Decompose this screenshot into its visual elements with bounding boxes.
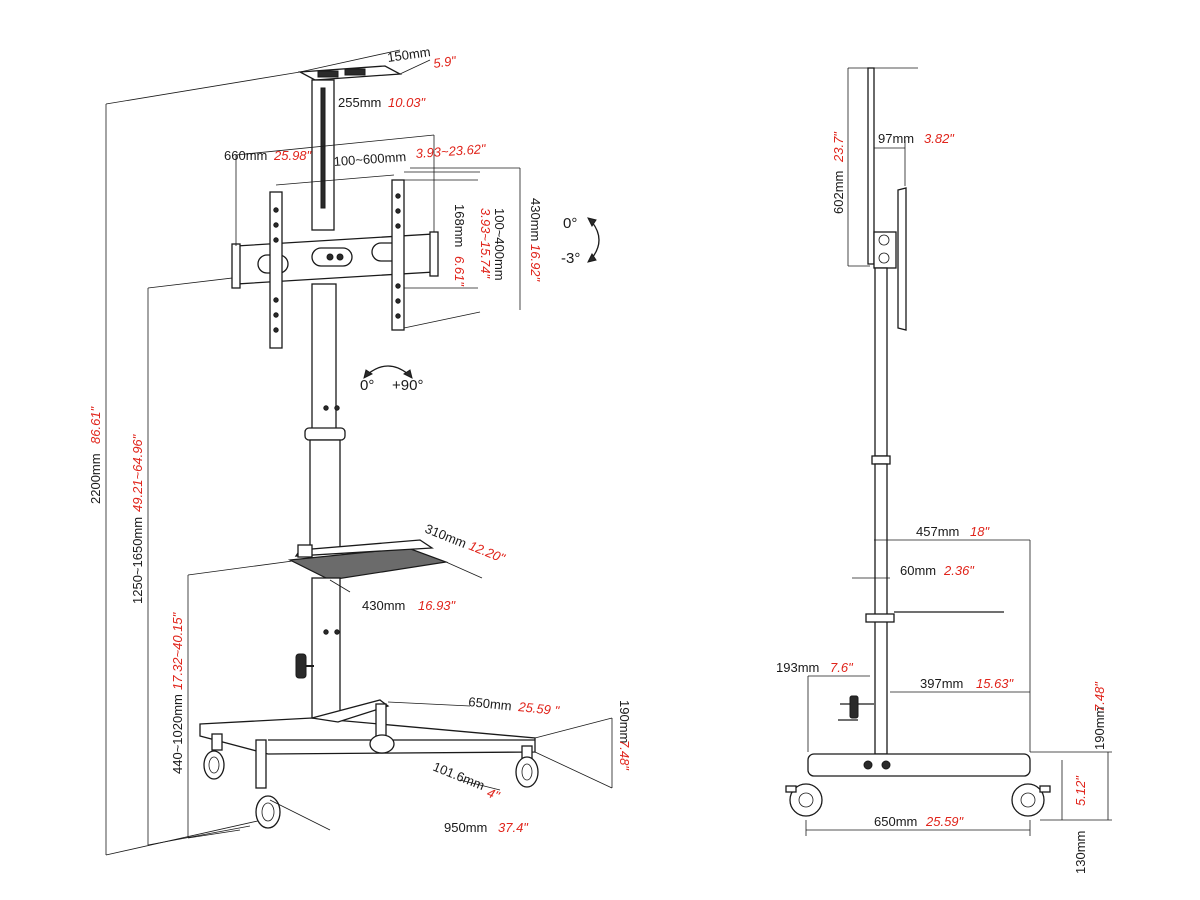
vesa-horizontal-inch: 3.93~23.62": [415, 141, 487, 161]
handle-offset-inch: 7.6": [830, 660, 854, 675]
overall-height-mm: 2200mm: [88, 453, 103, 504]
top-clamp-inch: 5.9": [432, 53, 458, 71]
column-height-inch: 10.03": [388, 95, 427, 110]
bracket-total-inch: 16.92": [528, 244, 543, 283]
tilt-bottom-label: -3°: [561, 250, 580, 267]
shelf-reach-mm: 457mm: [916, 524, 959, 539]
overall-height-inch: 86.61": [88, 405, 103, 444]
wheel-height-inch: 5.12": [1073, 775, 1088, 806]
rotate-right-label: +90°: [392, 377, 423, 394]
top-clamp-mm: 150mm: [386, 44, 431, 65]
bracket-height-mm: 168mm: [452, 204, 467, 247]
base-length-inch: 25.59": [925, 814, 965, 829]
tilt-top-label: 0°: [563, 215, 577, 232]
base-height-inch: 7.48": [617, 740, 632, 771]
vesa-horizontal-mm: 100~600mm: [333, 149, 407, 169]
shelf-width-inch: 16.93": [418, 598, 457, 613]
caster-wheels: [203, 734, 539, 829]
mount-height-mm: 1250~1650mm: [130, 517, 145, 604]
vesa-vertical-mm: 100~400mm: [492, 208, 507, 281]
base-depth-inch: 25.59 ": [517, 699, 561, 718]
right-labels: 602mm 23.7" 97mm 3.82" 457mm 18" 60mm 2.…: [776, 131, 1107, 874]
shelf-tray-mm: 397mm: [920, 676, 963, 691]
clamp-depth-mm: 60mm: [900, 563, 936, 578]
shelf-width-mm: 430mm: [362, 598, 405, 613]
side-caster-wheels: [785, 783, 1051, 817]
panel-offset-mm: 97mm: [878, 131, 914, 146]
caster-inch: 4": [485, 785, 503, 804]
panel-height-inch: 23.7": [831, 131, 846, 163]
cart-perspective-drawing: [105, 49, 613, 856]
shelf-reach-inch: 18": [970, 524, 990, 539]
cart-side-drawing: [785, 67, 1112, 836]
column-height-mm: 255mm: [338, 95, 381, 110]
crank-height-inch: 7.48": [1092, 681, 1107, 712]
vesa-vertical-inch: 3.93~15.74": [478, 208, 493, 279]
handle-offset-mm: 193mm: [776, 660, 819, 675]
crank-height-mm: 190mm: [1092, 707, 1107, 750]
rail-width-inch: 25.98": [273, 148, 313, 163]
swivel-arrow-icon: [367, 365, 409, 375]
panel-height-mm: 602mm: [831, 171, 846, 214]
panel-offset-inch: 3.82": [924, 131, 955, 146]
wheel-height-mm: 130mm: [1073, 831, 1088, 874]
base-depth-mm: 650mm: [468, 694, 513, 713]
base-length-mm: 650mm: [874, 814, 917, 829]
shelf-depth-inch: 12.20": [467, 538, 508, 566]
base-width-mm: 950mm: [444, 820, 487, 835]
shelf-tray-inch: 15.63": [976, 676, 1015, 691]
shelf-height-inch: 17.32~40.15": [170, 611, 185, 690]
tilt-arrow-icon: [591, 221, 600, 259]
caster-mm: 101.6mm: [431, 759, 487, 793]
bracket-height-inch: 6.61": [452, 256, 467, 287]
shelf-height-mm: 440~1020mm: [170, 694, 185, 774]
bracket-total-mm: 430mm: [528, 198, 543, 241]
left-labels: 150mm 5.9" 255mm 10.03" 660mm 25.98" 100…: [88, 44, 632, 835]
rail-width-mm: 660mm: [224, 148, 267, 163]
base-height-mm: 190mm: [617, 700, 632, 743]
rotate-left-label: 0°: [360, 377, 374, 394]
mount-height-inch: 49.21~64.96": [130, 433, 145, 512]
clamp-depth-inch: 2.36": [943, 563, 975, 578]
base-width-inch: 37.4": [498, 820, 529, 835]
